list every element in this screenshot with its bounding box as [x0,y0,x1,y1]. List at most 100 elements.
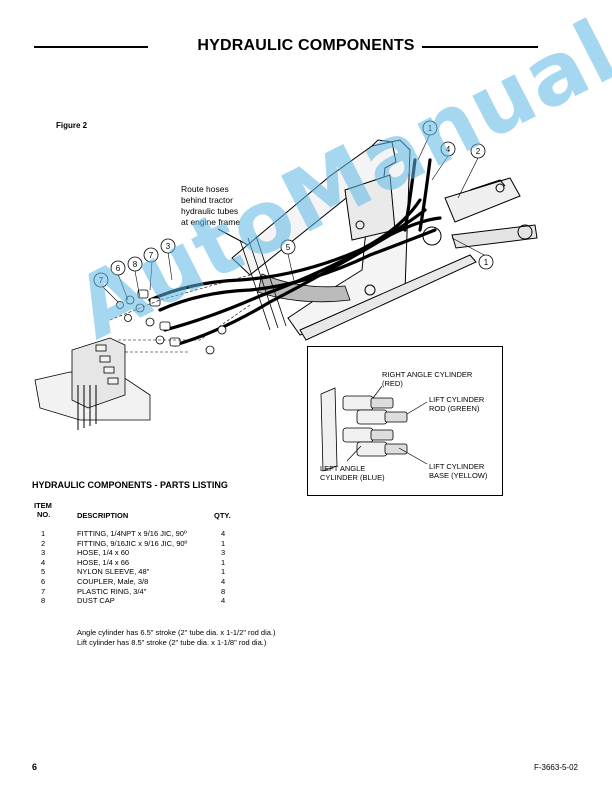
callout-balloon: 5 [280,239,296,255]
cylinder-base [469,179,506,191]
plastic-ring [145,317,155,327]
header-rule-left [34,46,148,48]
valve-body [71,337,126,409]
part-description: NYLON SLEEVE, 48" [77,567,150,577]
part-item-number: 1 [41,529,46,538]
inset-leader [372,385,383,399]
coupler [169,337,181,347]
part-quantity: 3 [221,548,226,558]
part-quantity: 1 [221,538,226,548]
label-lift-cylinder-base: LIFT CYLINDER BASE (YELLOW) [429,462,487,480]
inset-label-line: LEFT ANGLE [320,464,366,473]
connection-guide [118,304,251,341]
inset-label-line: LIFT CYLINDER [429,395,485,404]
svg-text:1: 1 [428,124,433,133]
tractor-tube [239,239,271,331]
inset-coupler [356,409,408,425]
svg-text:7: 7 [149,251,154,260]
part-quantity: 1 [221,557,226,567]
hose [163,208,427,332]
part-item-number: 2 [41,538,46,548]
part-description: DUST CAP [77,596,115,606]
hydraulic-drawing: 1 1 2 3 4 5 6 7 7 8 [34,120,538,430]
coupler [137,289,149,299]
inset-leader [346,445,362,462]
part-description: FITTING, 9/16JIC x 9/16 JIC, 90º [77,538,188,548]
callout-leader [134,270,141,299]
col-header-description: DESCRIPTION [77,511,129,520]
part-description: PLASTIC RING, 3/4" [77,586,147,596]
inset-label-line: LIFT CYLINDER [429,462,485,471]
parts-listing-title: HYDRAULIC COMPONENTS - PARTS LISTING [32,480,228,490]
coupler [159,321,171,331]
route-note-line: at engine frame [181,217,241,227]
callout-leader [457,157,479,199]
inset-label-line: ROD (GREEN) [429,404,480,413]
valve-port [103,366,115,374]
page-title: HYDRAULIC COMPONENTS [197,37,415,54]
document-code: F-3663-5-02 [533,763,578,772]
part-item-number: 6 [41,577,46,586]
inset-coupler [342,395,394,411]
header-rule-right [422,46,538,48]
route-note-line: Route hoses [181,184,229,194]
dust-cap [205,345,215,355]
lift-arm-detail [371,139,397,211]
frame-bolt [364,284,376,296]
callout-leader [287,253,296,286]
dust-cap [124,314,132,322]
hose [418,158,432,232]
col-header-item: ITEM NO. [34,501,52,519]
part-description: HOSE, 1/4 x 60 [77,548,130,558]
inset-coupler [356,441,408,457]
svg-text:8: 8 [133,260,138,269]
svg-text:4: 4 [446,145,451,154]
part-quantity: 1 [221,567,226,577]
col-header-line: NO. [37,510,51,519]
callout-leader [117,273,129,301]
label-lift-cylinder-rod: LIFT CYLINDER ROD (GREEN) [429,395,484,413]
part-item-number: 7 [41,586,46,596]
callout-balloon: 1 [478,254,494,270]
part-description: FITTING, 1/4NPT x 9/16 JIC, 90º [77,529,187,538]
hose [403,158,417,232]
part-quantity: 4 [221,577,226,586]
part-description: HOSE, 1/4 x 66 [77,557,130,567]
svg-text:2: 2 [476,147,481,156]
dust-cap [116,301,124,309]
callout-balloon: 3 [160,238,176,254]
callout-leader [451,237,487,257]
plastic-ring [125,295,135,305]
inset-label-line: (RED) [382,379,403,388]
valve-port [107,377,119,385]
callout-leader [431,155,449,181]
tractor-tube [255,235,287,327]
col-header-qty: QTY. [214,511,231,520]
cylinder-rod [451,224,538,249]
inset-bracket [320,387,338,472]
coupler [149,297,161,307]
callout-leader [100,284,119,303]
callout-balloon: 2 [470,143,486,159]
cylinder-pin [495,183,505,193]
callout-balloon: 7 [93,272,109,288]
callout-leader [167,251,173,281]
coupler-inset-drawing [320,385,428,472]
inset-label-line: BASE (YELLOW) [429,471,488,480]
callout-balloon: 1 [422,120,438,136]
inset-coupler [342,427,394,443]
route-note-line: behind tractor [181,195,233,205]
frame-bolt [355,220,365,230]
dust-cap [217,325,227,335]
label-left-angle-cylinder: LEFT ANGLE CYLINDER (BLUE) [320,464,385,482]
callout-balloon: 6 [110,260,126,276]
callout-leader [149,261,153,291]
callout-balloon: 4 [440,141,456,157]
note-angle-cylinder: Angle cylinder has 6.5" stroke (2" tube … [77,628,276,637]
svg-text:6: 6 [116,264,121,273]
callout-balloon: 8 [127,256,143,272]
svg-text:3: 3 [166,242,171,251]
route-note-line: hydraulic tubes [181,206,239,216]
callout-leader [417,133,431,161]
lift-cylinder [444,177,521,223]
